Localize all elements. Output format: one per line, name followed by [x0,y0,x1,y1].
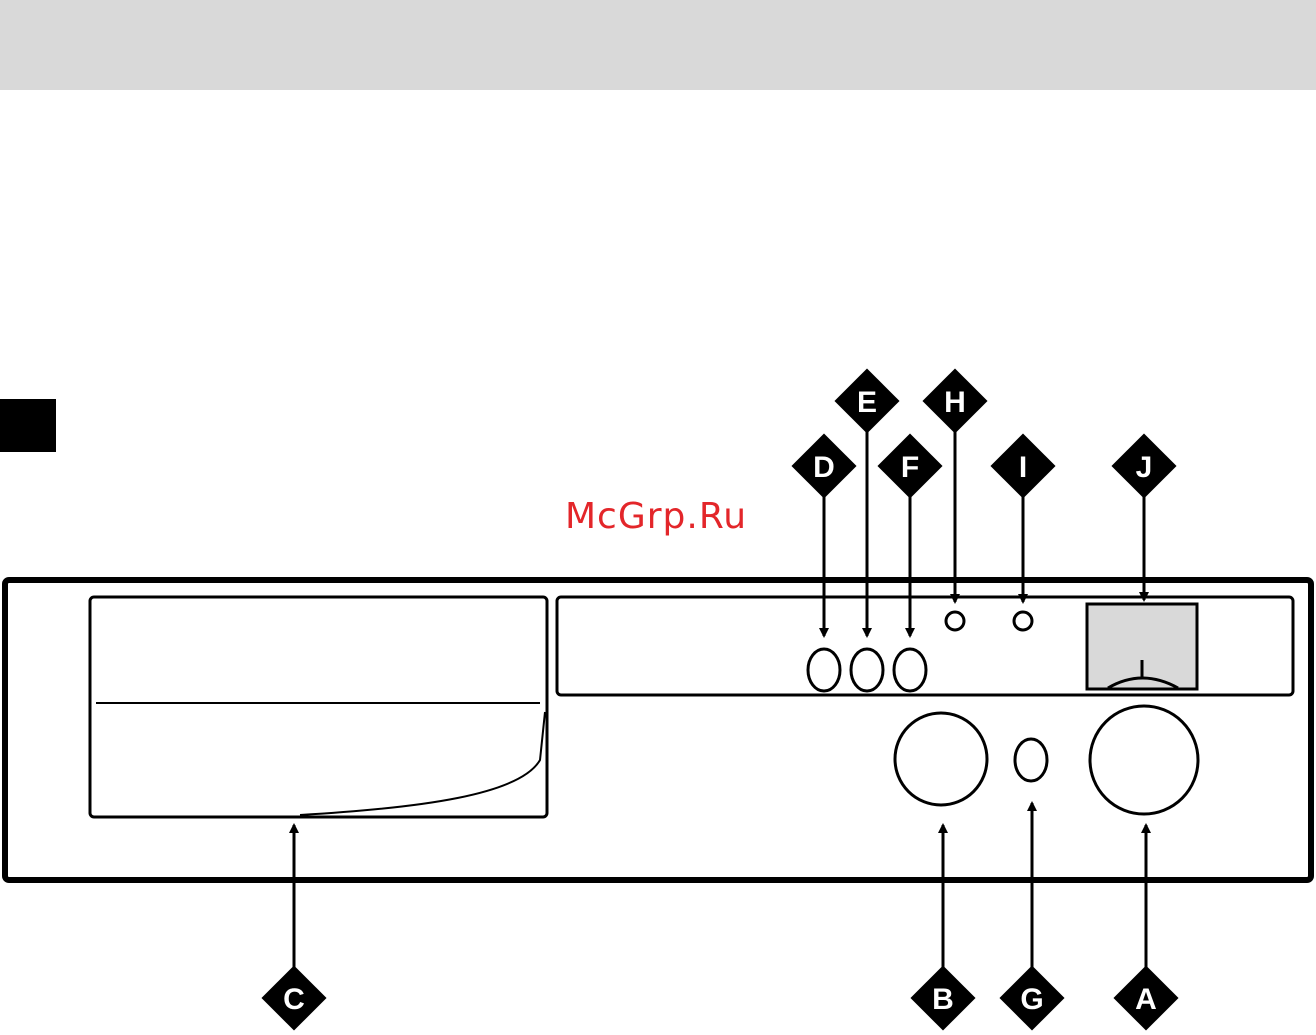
svg-text:A: A [1135,983,1157,1016]
svg-text:C: C [283,983,305,1016]
callout-f: F [877,433,942,498]
callout-d: D [791,433,856,498]
indicator-light-h [946,612,964,630]
svg-text:F: F [901,451,919,484]
svg-text:D: D [813,451,835,484]
svg-text:B: B [932,983,954,1016]
callout-b: B [910,965,975,1030]
callout-h: H [922,368,987,433]
programme-selector-knob[interactable] [1090,706,1198,814]
svg-text:E: E [857,386,877,419]
option-button-f[interactable] [894,649,926,691]
callout-a: A [1113,965,1178,1030]
option-button-e[interactable] [851,649,883,691]
svg-text:J: J [1136,451,1153,484]
indicator-light-i [1014,612,1032,630]
callout-c: C [261,965,326,1030]
option-button-d[interactable] [808,649,840,691]
detergent-drawer[interactable] [90,597,547,817]
temperature-knob[interactable] [895,713,987,805]
callout-e: E [834,368,899,433]
callout-j: J [1111,433,1176,498]
callout-g: G [999,965,1064,1030]
on-off-button[interactable] [1015,739,1047,781]
svg-text:I: I [1019,451,1027,484]
svg-text:G: G [1020,983,1043,1016]
programme-display-window [1087,604,1197,689]
svg-text:H: H [944,386,966,419]
callout-i: I [990,433,1055,498]
